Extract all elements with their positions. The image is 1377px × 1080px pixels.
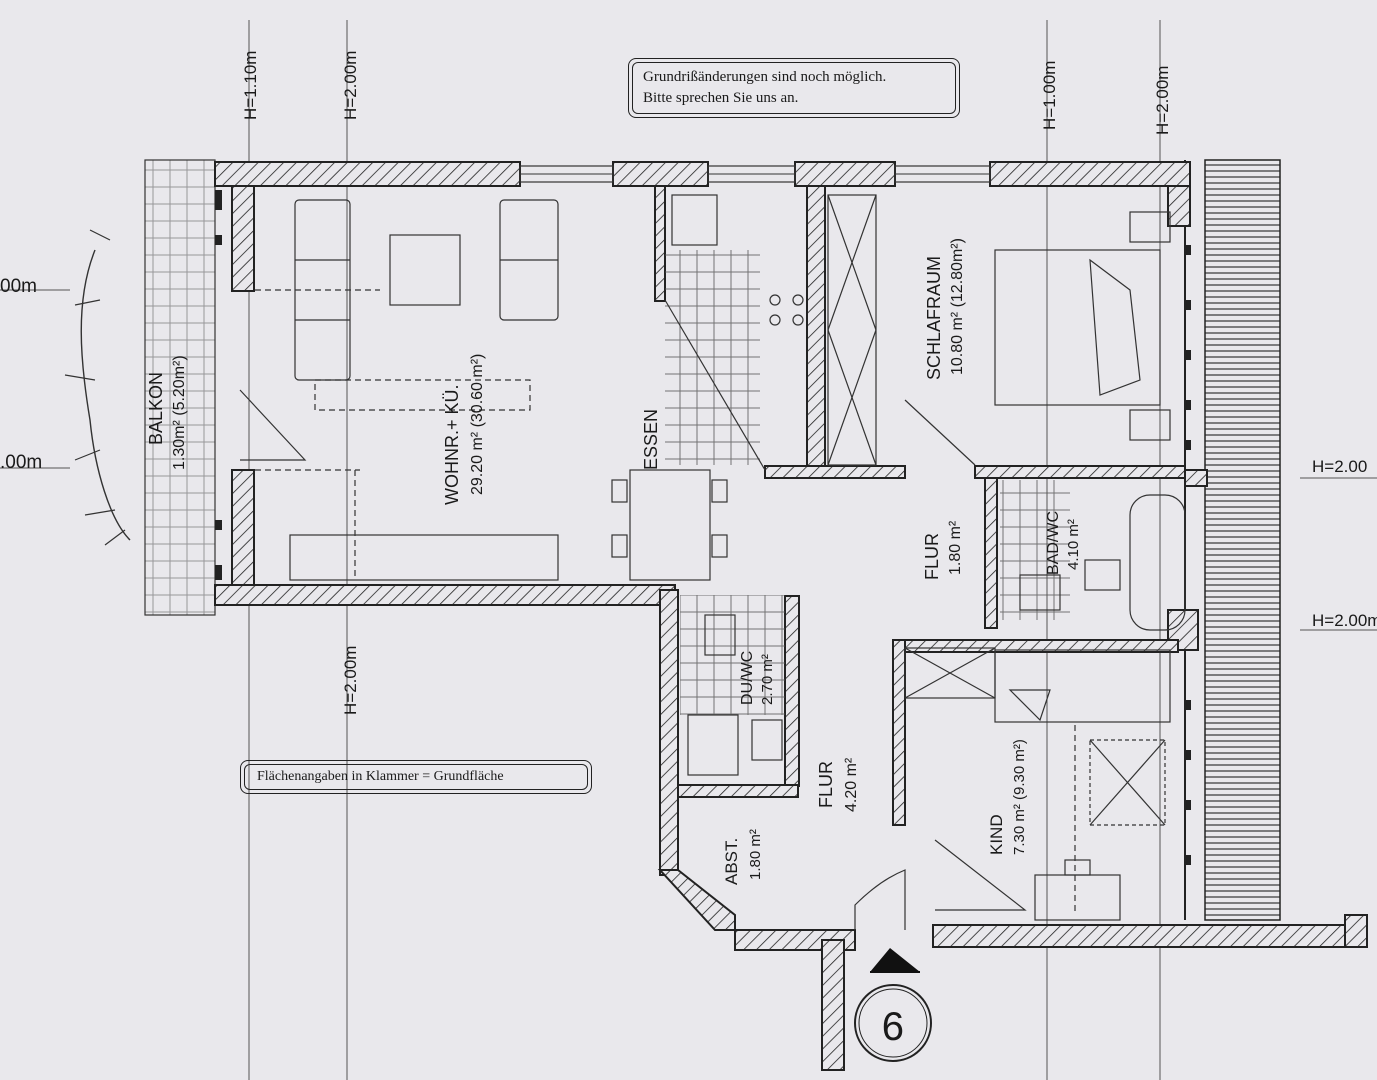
- room-labels: BALKON 1.30m² (5.20m²) WOHNR.+ KÜ. 29.20…: [146, 238, 1082, 885]
- height-label-4: H=1.00m: [1040, 61, 1059, 130]
- flur1-label: FLUR: [922, 533, 942, 580]
- height-label-left-2: .00m: [0, 452, 42, 473]
- bath-tiles: [1000, 480, 1070, 620]
- abst-area: 1.80 m²: [747, 829, 764, 880]
- living-furniture: [255, 199, 728, 581]
- kind-furniture: [994, 649, 1171, 921]
- flur2-label: FLUR: [816, 761, 836, 808]
- note-area: Flächenangaben in Klammer = Grundfläche: [240, 760, 592, 794]
- bad-label: BAD/WC: [1045, 511, 1062, 575]
- balkon-area: 1.30m² (5.20m²): [171, 355, 188, 470]
- flur1-area: 1.80 m²: [947, 520, 964, 575]
- flur2-area: 4.20 m²: [843, 757, 860, 812]
- kind-label: KIND: [987, 814, 1006, 855]
- du-label: DU/WC: [739, 651, 756, 705]
- height-label-2: H=2.00m: [341, 51, 360, 120]
- height-label-right-1: H=2.00: [1312, 457, 1367, 476]
- schlaf-label: SCHLAFRAUM: [924, 256, 944, 380]
- balcony: [64, 159, 216, 616]
- height-labels: H=1.10m H=2.00m H=2.00m H=1.00m H=2.00m …: [0, 51, 1377, 715]
- roof-area: [1204, 159, 1281, 921]
- note-area-text: Flächenangaben in Klammer = Grundfläche: [244, 764, 588, 790]
- abst-label: ABST.: [722, 838, 741, 885]
- essen-label: ESSEN: [641, 409, 661, 470]
- shower-fixtures: [687, 614, 783, 776]
- wardrobe: [827, 194, 996, 699]
- bad-area: 4.10 m²: [1065, 519, 1082, 570]
- bath-fixtures: [1019, 494, 1186, 631]
- schlaf-area: 10.80 m² (12.80m²): [949, 238, 966, 375]
- kitchen-tiles: [665, 250, 760, 465]
- height-label-5: H=2.00m: [1153, 66, 1172, 135]
- note-changes-line2: Bitte sprechen Sie uns an.: [643, 90, 799, 106]
- door-swings: [239, 389, 1027, 930]
- height-label-1: H=1.10m: [241, 51, 260, 120]
- balkon-label: BALKON: [146, 372, 166, 445]
- wohn-area: 29.20 m² (30.60 m²): [469, 354, 486, 495]
- bedroom-furniture: [994, 211, 1171, 441]
- entry-arrow-icon: [870, 948, 920, 972]
- du-area: 2.70 m²: [759, 654, 776, 705]
- note-changes-line1: Grundrißänderungen sind noch möglich.: [643, 69, 887, 85]
- height-label-right-2: H=2.00m: [1312, 611, 1377, 630]
- note-changes: Grundrißänderungen sind noch möglich. Bi…: [628, 58, 960, 118]
- stove-icon: [769, 294, 804, 326]
- kind-area: 7.30 m² (9.30 m²): [1011, 739, 1028, 855]
- plan-number-circle: [854, 984, 932, 1062]
- walls: [214, 161, 1368, 1071]
- height-label-3: H=2.00m: [341, 646, 360, 715]
- window-marks: [215, 190, 1191, 865]
- wohn-label: WOHNR.+ KÜ.: [442, 384, 462, 505]
- plan-number: 9: [882, 1003, 904, 1047]
- height-label-left-1: 00m: [0, 276, 37, 297]
